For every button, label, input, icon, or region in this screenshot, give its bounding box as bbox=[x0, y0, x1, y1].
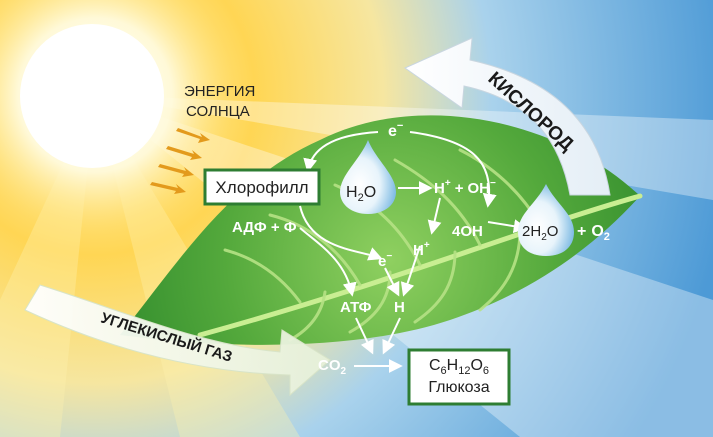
leaf bbox=[120, 115, 643, 345]
electron-mid-label: e− bbox=[378, 251, 392, 270]
flow-arrows bbox=[299, 131, 528, 373]
sun bbox=[20, 24, 164, 168]
o2-label: +O2 bbox=[577, 223, 610, 243]
chlorophyll-box bbox=[203, 168, 321, 206]
water-drop bbox=[340, 140, 396, 214]
electron-top-label: e− bbox=[388, 120, 403, 140]
sun-energy-arrows bbox=[150, 128, 210, 194]
carbon-dioxide-arrow bbox=[24, 284, 331, 397]
four-oh-label: 4OH bbox=[452, 223, 483, 240]
co2-label: CO2 bbox=[318, 357, 347, 377]
h-plus-label: H+ bbox=[413, 240, 430, 259]
atf-label: АТФ bbox=[340, 299, 372, 316]
h-label: H bbox=[394, 299, 405, 316]
chlorophyll-label: Хлорофилл bbox=[215, 178, 308, 197]
oxygen-arrow bbox=[403, 37, 611, 196]
adf-f-label: АДФ + Ф bbox=[232, 219, 297, 236]
water-drop-label: H2O bbox=[346, 184, 376, 204]
h-oh-label: H++OH− bbox=[434, 178, 496, 197]
glucose-name: Глюкоза bbox=[428, 379, 489, 396]
water-drop-2h2o bbox=[518, 184, 574, 256]
glucose-formula: C6H12O6 bbox=[429, 357, 489, 377]
two-h2o-label: 2H2O bbox=[522, 223, 558, 243]
glucose-box bbox=[407, 348, 511, 406]
sun-energy-label-line2: СОЛНЦА bbox=[186, 103, 250, 120]
sun-energy-label-line1: ЭНЕРГИЯ bbox=[184, 83, 255, 100]
